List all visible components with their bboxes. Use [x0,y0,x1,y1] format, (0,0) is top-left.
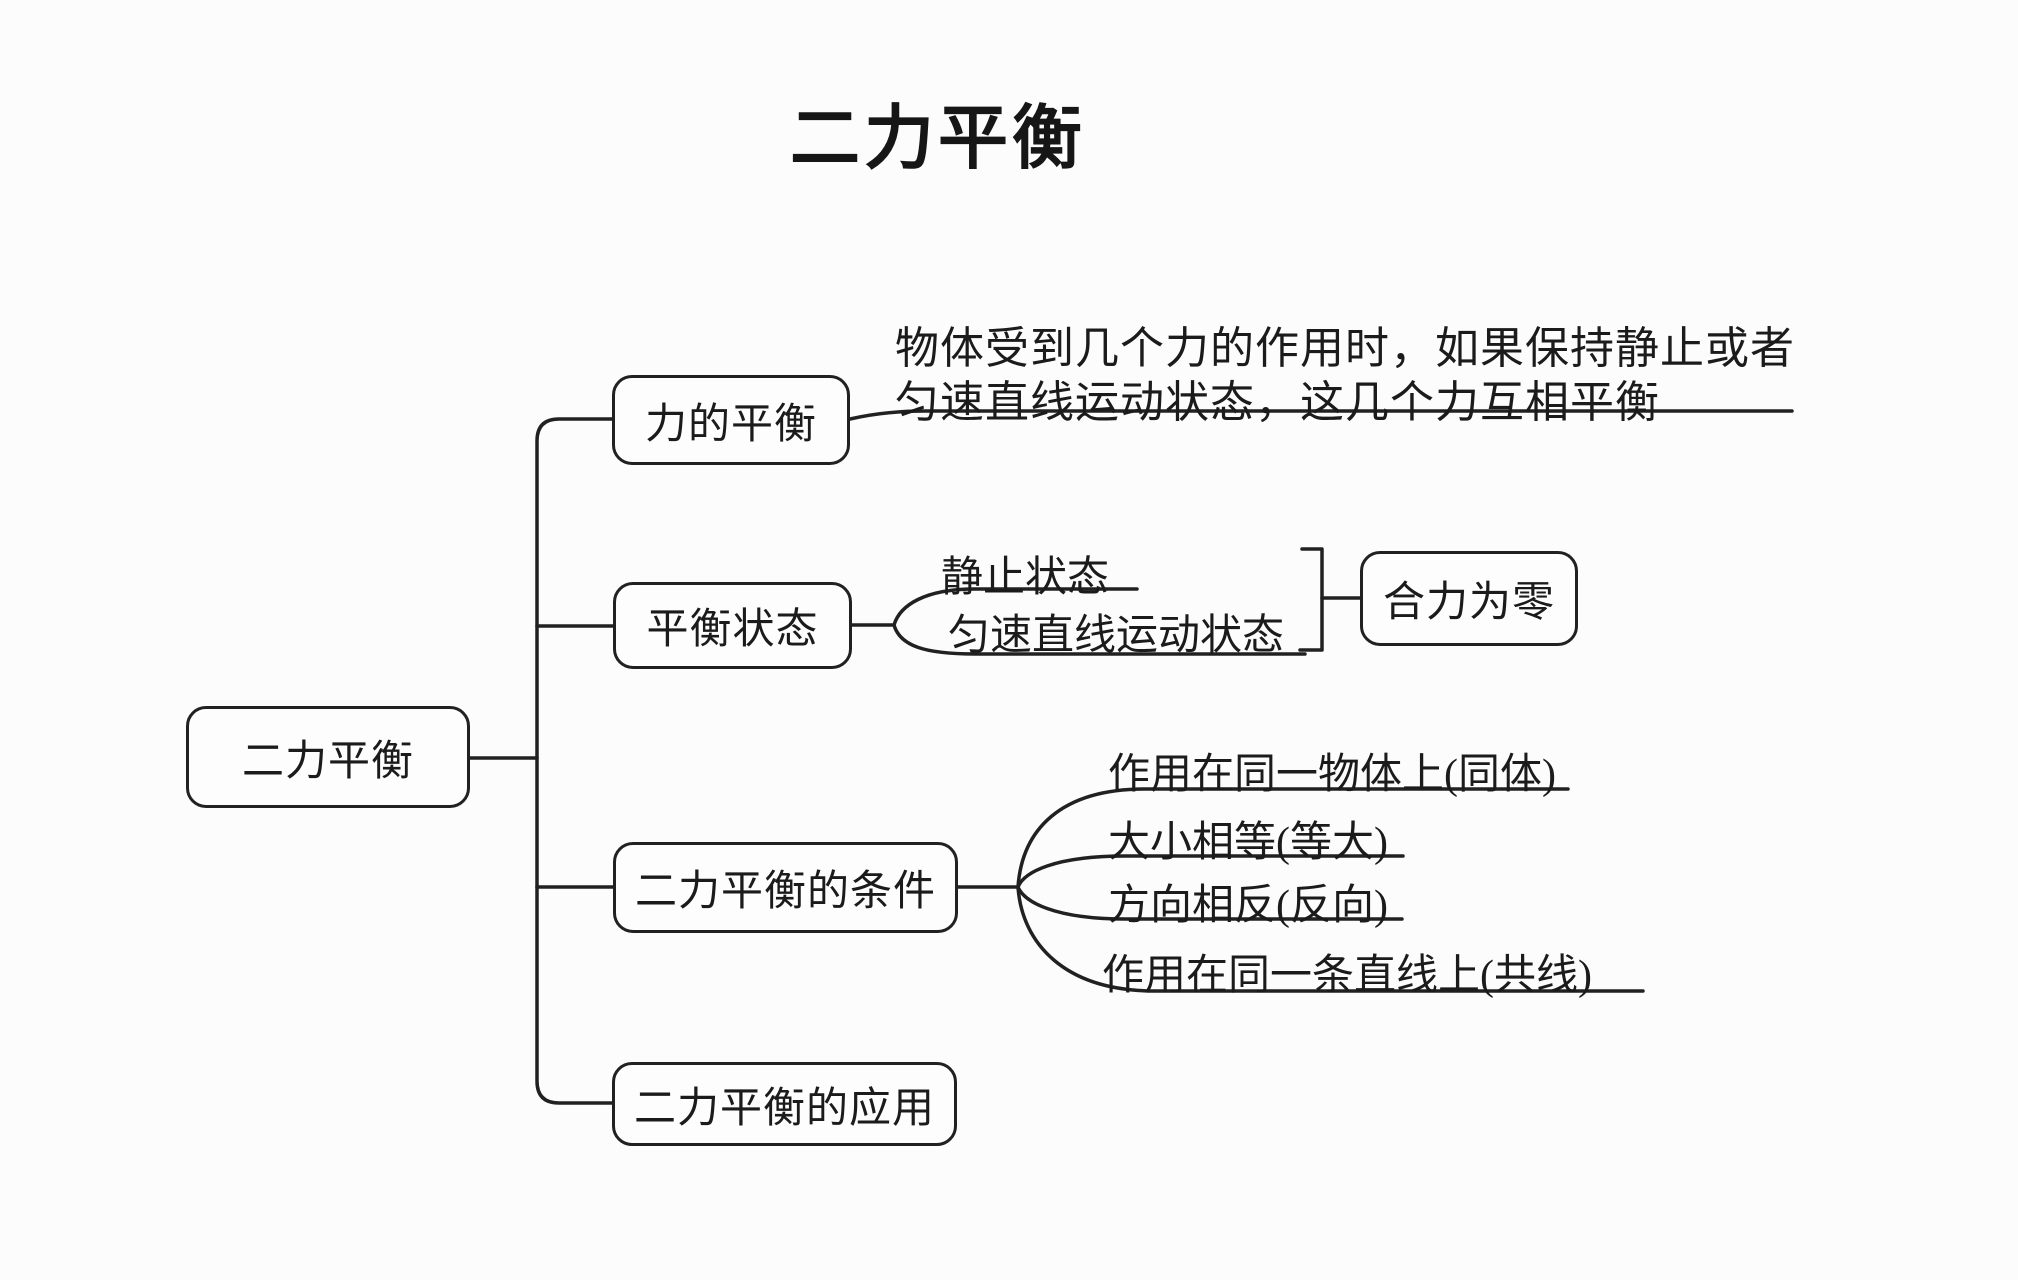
force-balance-note-line2: 匀速直线运动状态，这几个力互相平衡 [895,378,1660,427]
node-balance-applications: 二力平衡的应用 [612,1062,957,1146]
trunk-line [535,417,614,1105]
note-underline [848,409,1794,421]
node-balance-applications-label: 二力平衡的应用 [633,1085,935,1132]
node-balance-conditions: 二力平衡的条件 [613,842,958,933]
item-same-object: 作用在同一物体上(同体) [1108,752,1556,798]
grouping-bracket [1298,547,1324,652]
conditions-fan-inner [1016,854,1405,921]
item-equal-magnitude: 大小相等(等大) [1108,820,1388,866]
item-same-straight-line: 作用在同一条直线上(共线) [1102,953,1592,999]
node-force-balance: 力的平衡 [612,375,850,465]
node-net-force-zero-label: 合力为零 [1382,580,1555,626]
node-two-force-balance-root: 二力平衡 [186,706,470,808]
node-force-balance-label: 力的平衡 [644,401,817,448]
page-title: 二力平衡 [790,101,1086,178]
item-opposite-direction: 方向相反(反向) [1108,883,1388,929]
item-static-state: 静止状态 [941,555,1110,601]
node-net-force-zero: 合力为零 [1360,551,1578,646]
node-balance-conditions-label: 二力平衡的条件 [634,869,936,915]
node-root-label: 二力平衡 [241,738,414,785]
node-equilibrium-state: 平衡状态 [613,582,852,669]
node-equilibrium-state-label: 平衡状态 [646,607,819,653]
equilibrium-fan-curves [892,587,1307,656]
item-uniform-linear-motion: 匀速直线运动状态 [948,613,1285,659]
force-balance-note-line1: 物体受到几个力的作用时，如果保持静止或者 [895,324,1795,373]
